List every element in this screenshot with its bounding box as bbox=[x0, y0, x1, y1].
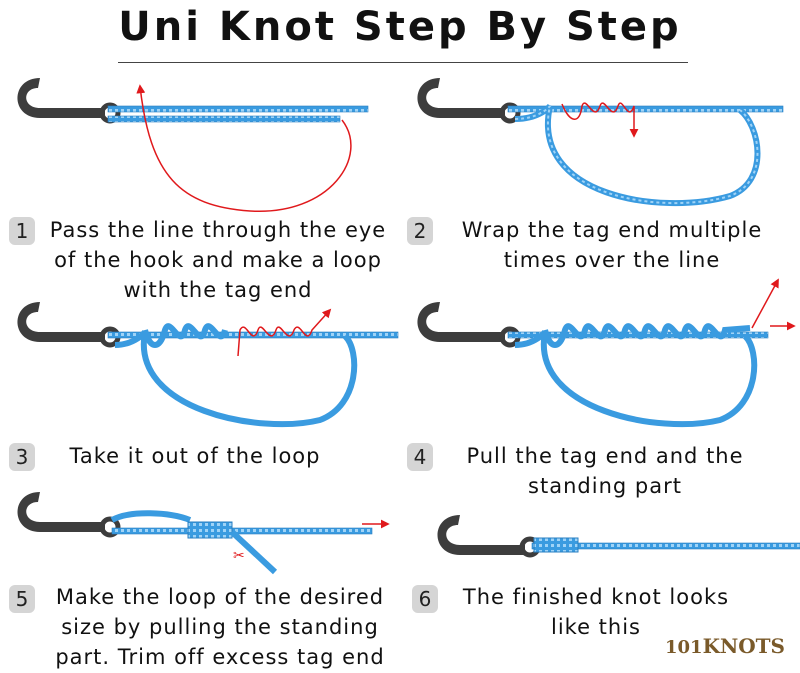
standing-line bbox=[531, 542, 800, 550]
wraps bbox=[542, 323, 751, 348]
standing-line bbox=[507, 105, 784, 113]
tag-end bbox=[229, 529, 278, 575]
wraps bbox=[142, 323, 228, 348]
step-4-illustration: HOLD bbox=[400, 270, 800, 440]
standing-line bbox=[107, 105, 369, 113]
hold-label: HOLD bbox=[411, 328, 419, 348]
exit-arrow bbox=[237, 308, 332, 357]
step-5-illustration: HOLD ✂ bbox=[0, 480, 400, 580]
step-3-badge: 3 bbox=[9, 443, 35, 471]
step-1-caption: Pass the line through the eye of the hoo… bbox=[49, 218, 387, 302]
standing-line bbox=[111, 527, 373, 535]
step-5-badge: 5 bbox=[9, 585, 35, 613]
knot-wraps bbox=[187, 521, 233, 539]
step-4-badge: 4 bbox=[407, 443, 433, 471]
hook-icon bbox=[417, 302, 505, 342]
step-6-illustration bbox=[400, 495, 800, 575]
brand-prefix: 101 bbox=[665, 637, 703, 658]
hook-icon bbox=[17, 492, 105, 532]
brand-name: KNOTS bbox=[702, 634, 785, 658]
wrap-arrow bbox=[561, 102, 639, 138]
hook-icon bbox=[17, 302, 105, 342]
step-1-illustration bbox=[0, 66, 400, 216]
knot-wraps bbox=[533, 537, 579, 553]
hook-icon bbox=[17, 78, 105, 118]
step-2-caption: Wrap the tag end multiple times over the… bbox=[461, 218, 763, 272]
standing-line bbox=[107, 331, 399, 339]
step-1-badge: 1 bbox=[9, 217, 35, 245]
page-title: Uni Knot Step By Step bbox=[118, 4, 682, 50]
loop-line bbox=[514, 104, 761, 207]
hook-icon bbox=[437, 515, 525, 555]
step-3-illustration bbox=[0, 290, 400, 440]
step-3-caption: Take it out of the loop bbox=[69, 444, 321, 468]
loop-arrow bbox=[136, 84, 352, 212]
step-4-caption: Pull the tag end and the standing part bbox=[466, 444, 744, 498]
step-6-caption: The finished knot looks like this bbox=[462, 585, 730, 639]
step-6-badge: 6 bbox=[412, 585, 438, 613]
loop-line bbox=[110, 510, 192, 523]
step-2-illustration bbox=[400, 66, 800, 216]
loop-line-highlight bbox=[514, 105, 759, 205]
tag-pull-arrow bbox=[751, 278, 779, 329]
step-2-badge: 2 bbox=[407, 217, 433, 245]
brand-logo: 101KNOTS bbox=[665, 634, 785, 658]
hook-icon bbox=[417, 78, 505, 118]
hold-label: HOLD bbox=[11, 518, 19, 538]
title-underline bbox=[118, 62, 688, 63]
tag-line bbox=[107, 115, 341, 123]
step-5-caption: Make the loop of the desired size by pul… bbox=[55, 585, 385, 669]
scissors-icon: ✂ bbox=[233, 548, 245, 564]
